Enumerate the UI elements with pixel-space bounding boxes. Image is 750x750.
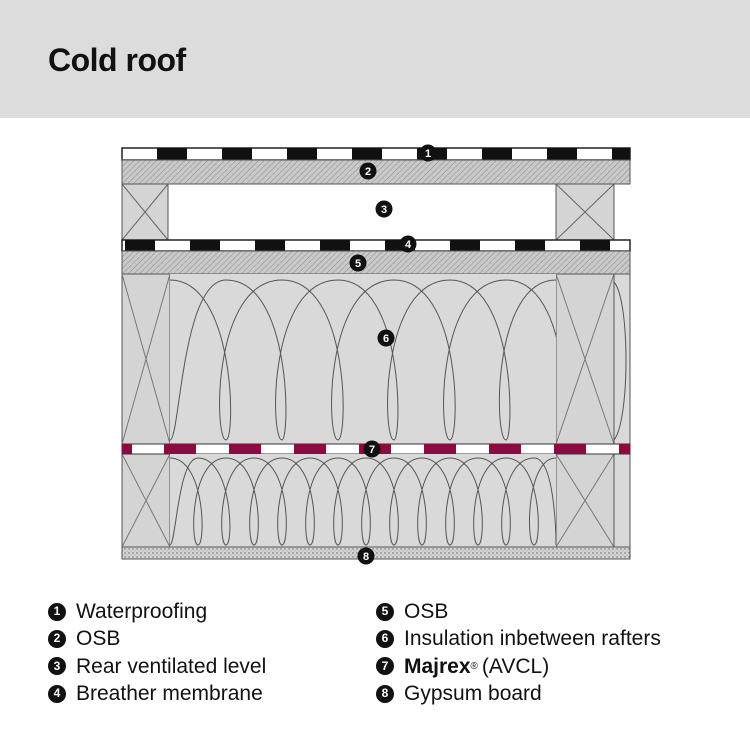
legend-number-badge: 7 [376, 657, 394, 676]
legend-number-badge: 1 [48, 602, 66, 621]
legend-item-gypsum-board: 8 Gypsum board [376, 680, 661, 707]
header-bar: Cold roof [0, 0, 750, 118]
legend-item-majrex: 7 Majrex® (AVCL) [376, 653, 661, 680]
legend-item-osb-upper: 2 OSB [48, 625, 266, 652]
svg-text:5: 5 [355, 258, 361, 270]
legend-number-badge: 5 [376, 602, 394, 621]
legend-right: 5 OSB 6 Insulation inbetween rafters 7 M… [376, 598, 661, 707]
legend-number-badge: 3 [48, 657, 66, 676]
registered-mark: ® [470, 660, 478, 672]
legend-number-badge: 8 [376, 684, 394, 703]
legend-label: Gypsum board [404, 681, 542, 705]
svg-text:4: 4 [405, 239, 412, 251]
page-title: Cold roof [48, 42, 186, 78]
majrex-brand-name: Majrex [404, 654, 471, 678]
svg-text:6: 6 [383, 333, 389, 345]
callout-marker-7: 7 [363, 440, 381, 458]
legend-label: OSB [76, 627, 121, 651]
insulation-upper [170, 274, 556, 444]
callout-marker-2: 2 [359, 162, 377, 180]
legend-label: Insulation inbetween rafters [404, 627, 661, 651]
rafter-left [121, 273, 171, 548]
legend-item-rear-ventilated-level: 3 Rear ventilated level [48, 653, 266, 680]
legend-item-breather-membrane: 4 Breather membrane [48, 680, 266, 707]
legend-number-badge: 4 [48, 684, 66, 703]
legend-label: OSB [404, 600, 449, 623]
legend-number-badge: 2 [48, 629, 66, 648]
legend-label: Waterproofing [76, 600, 208, 623]
batten-left [121, 183, 169, 241]
breather-membrane-layer [121, 239, 631, 252]
callout-marker-4: 4 [399, 235, 417, 253]
rear-ventilated-level [122, 184, 630, 240]
insulation-lower [170, 454, 556, 547]
svg-text:3: 3 [381, 204, 387, 216]
svg-text:2: 2 [365, 166, 371, 178]
legend-label: Rear ventilated level [76, 654, 267, 678]
legend-label: (AVCL) [481, 654, 550, 678]
svg-text:7: 7 [369, 444, 375, 456]
legend-item-osb-lower: 5 OSB [376, 598, 661, 625]
svg-text:1: 1 [425, 148, 431, 160]
legend-label: Breather membrane [76, 681, 263, 705]
callout-marker-1: 1 [419, 144, 437, 162]
waterproofing-layer [121, 147, 631, 161]
svg-text:8: 8 [363, 551, 369, 563]
legend-left: 1 Waterproofing 2 OSB 3 Rear ventilated … [48, 598, 266, 707]
callout-marker-3: 3 [375, 200, 393, 218]
callout-marker-6: 6 [377, 329, 395, 347]
rafter-right [555, 273, 631, 548]
gypsum-board-layer [121, 546, 631, 560]
osb-layer-lower [121, 250, 631, 275]
legend-item-insulation: 6 Insulation inbetween rafters [376, 625, 661, 652]
batten-right [555, 183, 615, 241]
legend-number-badge: 6 [376, 629, 394, 648]
callout-marker-5: 5 [349, 254, 367, 272]
callout-marker-8: 8 [357, 547, 375, 565]
legend-item-waterproofing: 1 Waterproofing [48, 598, 266, 625]
